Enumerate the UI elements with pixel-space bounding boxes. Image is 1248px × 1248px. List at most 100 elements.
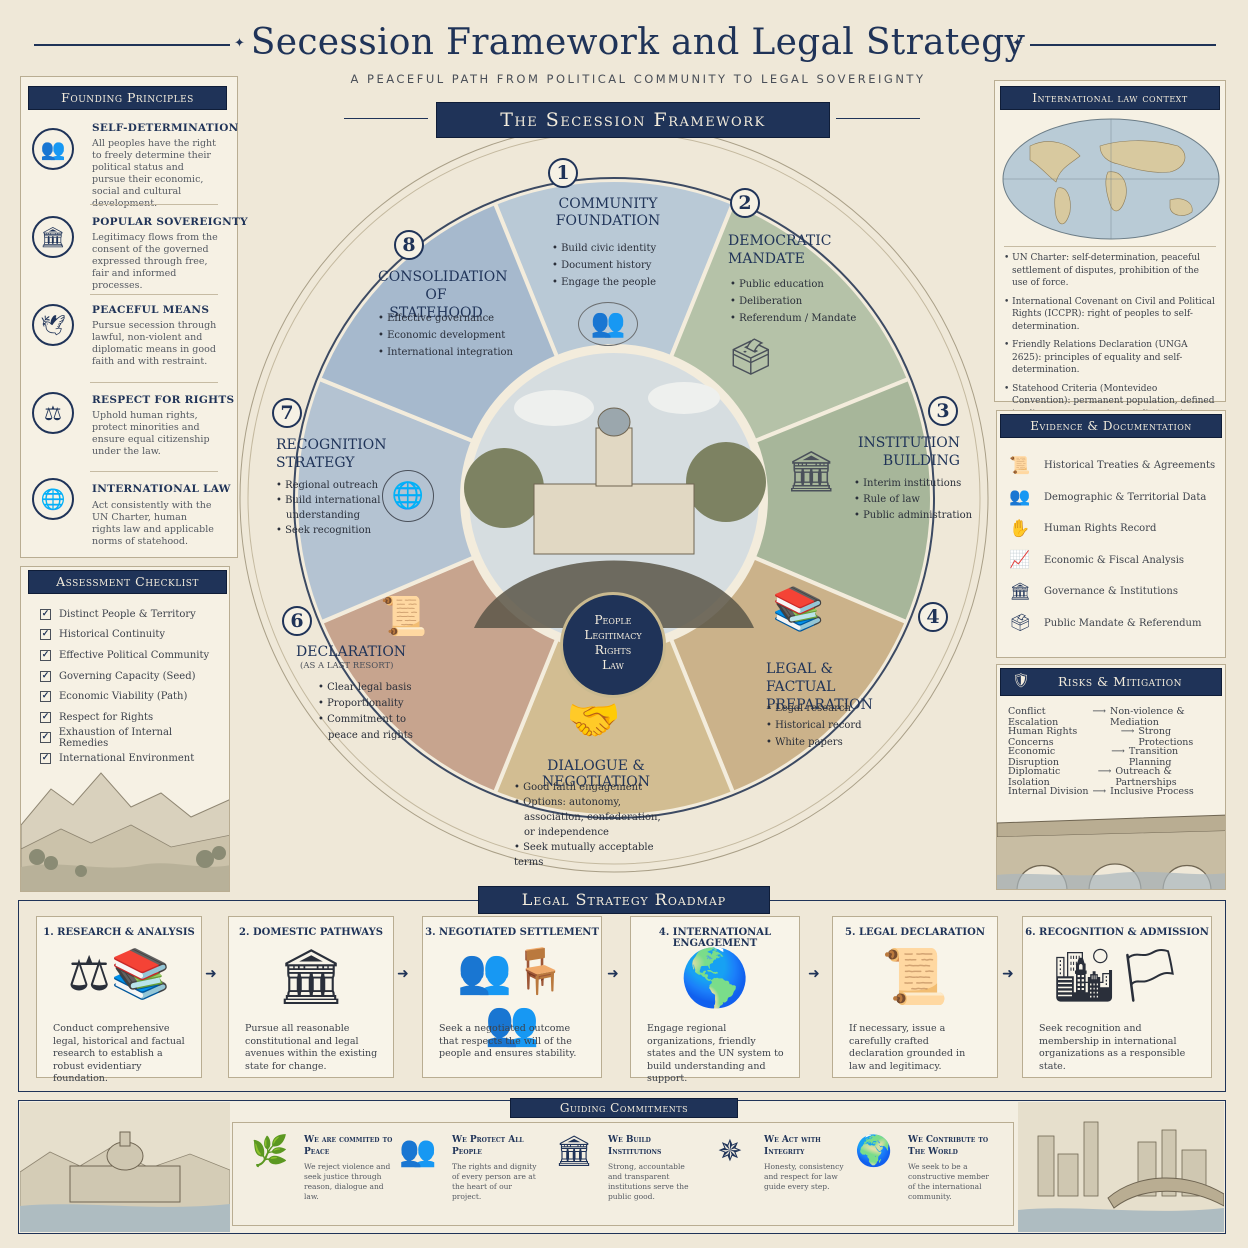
checkbox-checked[interactable]: ✓ — [40, 752, 51, 764]
step-title: 3. NEGOTIATED SETTLEMENT — [425, 927, 599, 938]
arrow-right-icon: ⟶ — [1092, 706, 1107, 717]
commitment-text: We reject violence and seek justice thro… — [304, 1162, 391, 1201]
principle-text: Pursue secession through lawful, non-vio… — [92, 320, 217, 367]
step-description: Engage regional organizations, friendly … — [647, 1023, 784, 1084]
segment-2-title: DEMOCRATIC MANDATE — [728, 233, 832, 267]
principle-title: PEACEFUL MEANS — [92, 304, 210, 316]
bullet: • Build international understanding — [276, 495, 381, 521]
arrow-right-icon: ➜ — [808, 966, 820, 982]
parliament-building-icon: 🏛 — [276, 945, 346, 1008]
segment-number-4: 4 — [918, 602, 948, 632]
checklist-item[interactable]: ✓Economic Viability (Path) — [40, 686, 220, 707]
checkbox-checked[interactable]: ✓ — [40, 711, 51, 723]
checkbox-checked[interactable]: ✓ — [40, 649, 51, 661]
roadmap-step-3: 3. NEGOTIATED SETTLEMENT 👥🪑👥 Seek a nego… — [422, 916, 602, 1078]
bullet: • Good faith engagement — [514, 782, 643, 793]
assessment-checklist-title: Assessment Checklist — [28, 570, 227, 594]
mitigation-label: Non-violence & Mediation — [1110, 706, 1185, 728]
checklist-label: Historical Continuity — [59, 629, 166, 641]
bullet: • Public education — [730, 279, 824, 290]
checkbox-checked[interactable]: ✓ — [40, 670, 51, 682]
principle-title: SELF-DETERMINATION — [92, 122, 239, 134]
step-title: 6. RECOGNITION & ADMISSION — [1025, 927, 1209, 938]
segment-7-bullets: • Regional outreach • Build internationa… — [276, 478, 386, 538]
commitment-title: We Build Institutions — [608, 1135, 662, 1157]
globe-icon: 🌍 — [855, 1134, 893, 1169]
checklist-item[interactable]: ✓International Environment — [40, 748, 220, 769]
bullet: • International integration — [378, 347, 514, 358]
step-title: 4. INTERNATIONAL ENGAGEMENT — [658, 927, 772, 949]
temple-icon: 🏛 — [32, 216, 74, 258]
step-description: Seek a negotiated outcome that respects … — [439, 1023, 577, 1059]
segment-4-title: LEGAL & FACTUAL PREPARATION — [766, 661, 873, 713]
segment-5-title: DIALOGUE & NEGOTIATION — [542, 758, 650, 790]
roadmap-title: Legal Strategy Roadmap — [478, 886, 770, 914]
tree-right — [686, 442, 766, 522]
risk-label: Internal Division — [1008, 786, 1089, 797]
risk-item: Internal Division⟶Inclusive Process — [1008, 786, 1222, 806]
bullet: • Seek mutually acceptable terms — [514, 842, 654, 868]
stone-bridge — [997, 814, 1225, 889]
evidence-list: 📜Historical Treaties & Agreements 👥Demog… — [1008, 450, 1218, 639]
segment-6-title: DECLARATION — [296, 644, 407, 660]
segment-5-bullets: • Good faith engagement • Options: auton… — [514, 780, 674, 870]
checklist-label: Governing Capacity (Seed) — [59, 670, 196, 682]
capitol-landscape — [20, 1102, 230, 1232]
principle-text: Legitimacy flows from the consent of the… — [92, 232, 218, 291]
intl-law-item: • Friendly Relations Declaration (UNGA 2… — [1004, 340, 1188, 375]
checklist-item[interactable]: ✓ Historical Continuity — [40, 625, 220, 646]
checklist-item[interactable]: ✓ Governing Capacity (Seed) — [40, 666, 220, 687]
checkbox-checked[interactable]: ✓ — [40, 732, 51, 744]
step-description: Pursue all reasonable constitutional and… — [245, 1023, 378, 1072]
risk-item: Conflict Escalation⟶Non-violence & Media… — [1008, 706, 1222, 728]
mitigation-label: Strong Protections — [1138, 726, 1194, 748]
center-label-people: People — [594, 613, 632, 627]
segment-6-bullets: • Clear legal basis • Proportionality • … — [318, 680, 438, 744]
compass-icon: ✵ — [717, 1134, 743, 1169]
building-icon: 🏛 — [1009, 581, 1031, 602]
roadmap-step-4: 4. INTERNATIONAL ENGAGEMENT 🌎 Engage reg… — [630, 916, 800, 1084]
commitment-people: 👥 We Protect All People The rights and d… — [396, 1132, 546, 1222]
checkbox-checked[interactable]: ✓ — [40, 608, 51, 620]
hall-dome — [597, 407, 631, 437]
checklist-item[interactable]: ✓Effective Political Community — [40, 645, 220, 666]
wheel-segment-2 — [668, 200, 912, 444]
checklist-item[interactable]: ✓Exhaustion of Internal Remedies — [40, 727, 220, 749]
segment-3-title: INSTITUTION BUILDING — [858, 435, 960, 469]
step-title: 1. RESEARCH & ANALYSIS — [43, 927, 195, 938]
segment-number-1: 1 — [548, 158, 578, 188]
scroll-icon: 📜 — [1009, 455, 1031, 476]
principle-title: RESPECT FOR RIGHTS — [92, 394, 235, 406]
checklist-item[interactable]: ✓Distinct People & Territory — [40, 604, 220, 625]
framework-wheel — [239, 123, 989, 873]
commitment-title: We Act with Integrity — [764, 1135, 821, 1157]
column-icon: 🏛 — [554, 1134, 594, 1169]
segment-number-8: 8 — [394, 230, 424, 260]
segment-number-2: 2 — [730, 188, 760, 218]
bullet: • Engage the people — [552, 277, 657, 288]
checkbox-checked[interactable]: ✓ — [40, 629, 51, 641]
evidence-item: 🗳Public Mandate & Referendum — [1008, 608, 1218, 640]
commitment-integrity: ✵ We Act with Integrity Honesty, consist… — [708, 1132, 858, 1222]
assessment-checklist-panel — [20, 566, 230, 892]
mountain-landscape — [21, 772, 229, 891]
world-map — [1002, 118, 1220, 240]
arrow-right-icon: ➜ — [397, 966, 409, 982]
scales-icon: ⚖ — [32, 392, 74, 434]
cloud — [514, 390, 594, 426]
checklist-item[interactable]: ✓Respect for Rights — [40, 707, 220, 728]
risk-item: Human Rights Concerns⟶Strong Protections — [1008, 726, 1222, 748]
bullet: • Historical record — [766, 720, 862, 731]
checklist: ✓Distinct People & Territory ✓ Historical… — [40, 604, 220, 769]
step-description: Conduct comprehensive legal, historical … — [53, 1023, 185, 1084]
founding-principles-title: Founding Principles — [28, 86, 227, 110]
books-icon: 📚 — [772, 584, 825, 633]
quill-scroll-icon: 📜 — [380, 594, 428, 638]
step-title: 2. DOMESTIC PATHWAYS — [239, 927, 383, 938]
checkbox-checked[interactable]: ✓ — [40, 691, 51, 703]
bullet: • Options: autonomy, association, confed… — [514, 797, 661, 838]
step-description: If necessary, issue a carefully crafted … — [849, 1023, 966, 1072]
step-title: 5. LEGAL DECLARATION — [845, 927, 985, 938]
bullet: • Deliberation — [730, 296, 803, 307]
bullet: • Document history — [552, 260, 652, 271]
